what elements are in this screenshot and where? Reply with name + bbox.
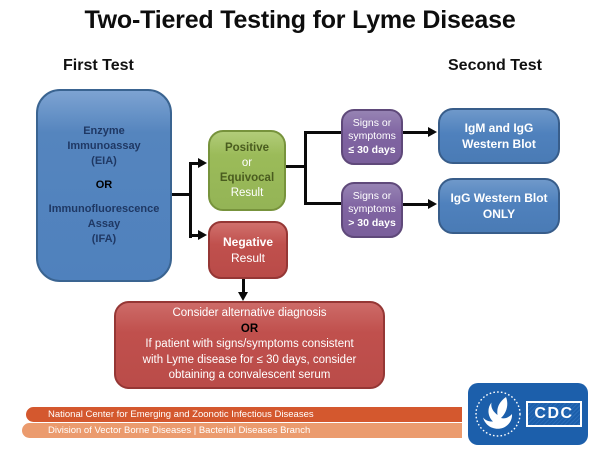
blue1-line: IgM and IgG [464, 121, 534, 135]
purple2-line: > 30 days [348, 216, 396, 229]
eia-line: Immunofluorescence [48, 203, 160, 215]
connector-eia-stem [172, 193, 192, 196]
purple2-line: symptoms [348, 203, 396, 216]
positive-line: Positive [224, 141, 270, 154]
positive-line: Equivocal [219, 171, 275, 184]
blue1-line: Western Blot [462, 137, 536, 151]
page-title: Two-Tiered Testing for Lyme Disease [84, 6, 516, 34]
eia-line: (IFA) [91, 233, 117, 245]
arrow-to-positive-icon [198, 158, 207, 168]
second-test-label: Second Test [448, 57, 542, 74]
eia-line: Immunoassay [67, 140, 141, 152]
arrow-to-negative-icon [198, 230, 207, 240]
bottom-line: If patient with signs/symptoms consisten… [145, 338, 354, 351]
connector-to-positive [189, 162, 199, 165]
connector-negative-down [242, 279, 245, 293]
arrow-to-blue2-icon [428, 199, 437, 209]
eia-line: Enzyme [83, 125, 125, 137]
bottom-line: with Lyme disease for ≤ 30 days, conside… [142, 353, 357, 366]
signs-30-or-less-box: Signs or symptoms ≤ 30 days [341, 109, 403, 165]
alternative-diagnosis-box: Consider alternative diagnosis OR If pat… [114, 301, 385, 389]
positive-equivocal-box: Positive or Equivocal Result [208, 130, 286, 211]
bottom-or: OR [240, 322, 259, 335]
purple2-line: Signs or [352, 189, 392, 202]
signs-over-30-box: Signs or symptoms > 30 days [341, 182, 403, 238]
positive-line: Result [230, 186, 264, 199]
connector-to-negative [189, 234, 199, 237]
footer-center-bar: National Center for Emerging and Zoonoti… [26, 407, 462, 422]
eia-line: (EIA) [91, 155, 117, 167]
purple1-line: Signs or [352, 116, 392, 129]
blue2-line: ONLY [482, 207, 516, 221]
connector-purple2-blue2 [403, 203, 429, 206]
cdc-wordmark: CDC [526, 401, 582, 427]
connector-purple1-blue1 [403, 131, 429, 134]
connector-positive-stem [286, 165, 307, 168]
negative-line: Negative [222, 235, 274, 249]
negative-line: Result [230, 251, 265, 265]
first-test-label: First Test [63, 57, 134, 74]
purple1-line: symptoms [348, 130, 396, 143]
blue2-line: IgG Western Blot [450, 191, 548, 205]
hhs-eagle-icon [475, 391, 521, 437]
bottom-line: Consider alternative diagnosis [172, 307, 327, 320]
footer-division-bar: Division of Vector Borne Diseases | Bact… [22, 423, 462, 438]
negative-result-box: Negative Result [208, 221, 288, 279]
eia-ifa-box: Enzyme Immunoassay (EIA) OR Immunofluore… [36, 89, 172, 282]
igg-western-blot-only-box: IgG Western Blot ONLY [438, 178, 560, 234]
eia-or: OR [95, 179, 113, 191]
positive-line: or [241, 156, 253, 169]
purple1-line: ≤ 30 days [348, 143, 396, 156]
eia-line: Assay [87, 218, 121, 230]
connector-to-purple2 [304, 202, 341, 205]
connector-positive-branch [304, 131, 307, 205]
igm-igg-western-blot-box: IgM and IgG Western Blot [438, 108, 560, 164]
connector-eia-branch [189, 162, 192, 238]
connector-to-purple1 [304, 131, 341, 134]
arrow-to-blue1-icon [428, 127, 437, 137]
arrow-to-bottom-icon [238, 292, 248, 301]
cdc-logo: CDC [468, 383, 588, 445]
bottom-line: obtaining a convalescent serum [168, 369, 331, 382]
